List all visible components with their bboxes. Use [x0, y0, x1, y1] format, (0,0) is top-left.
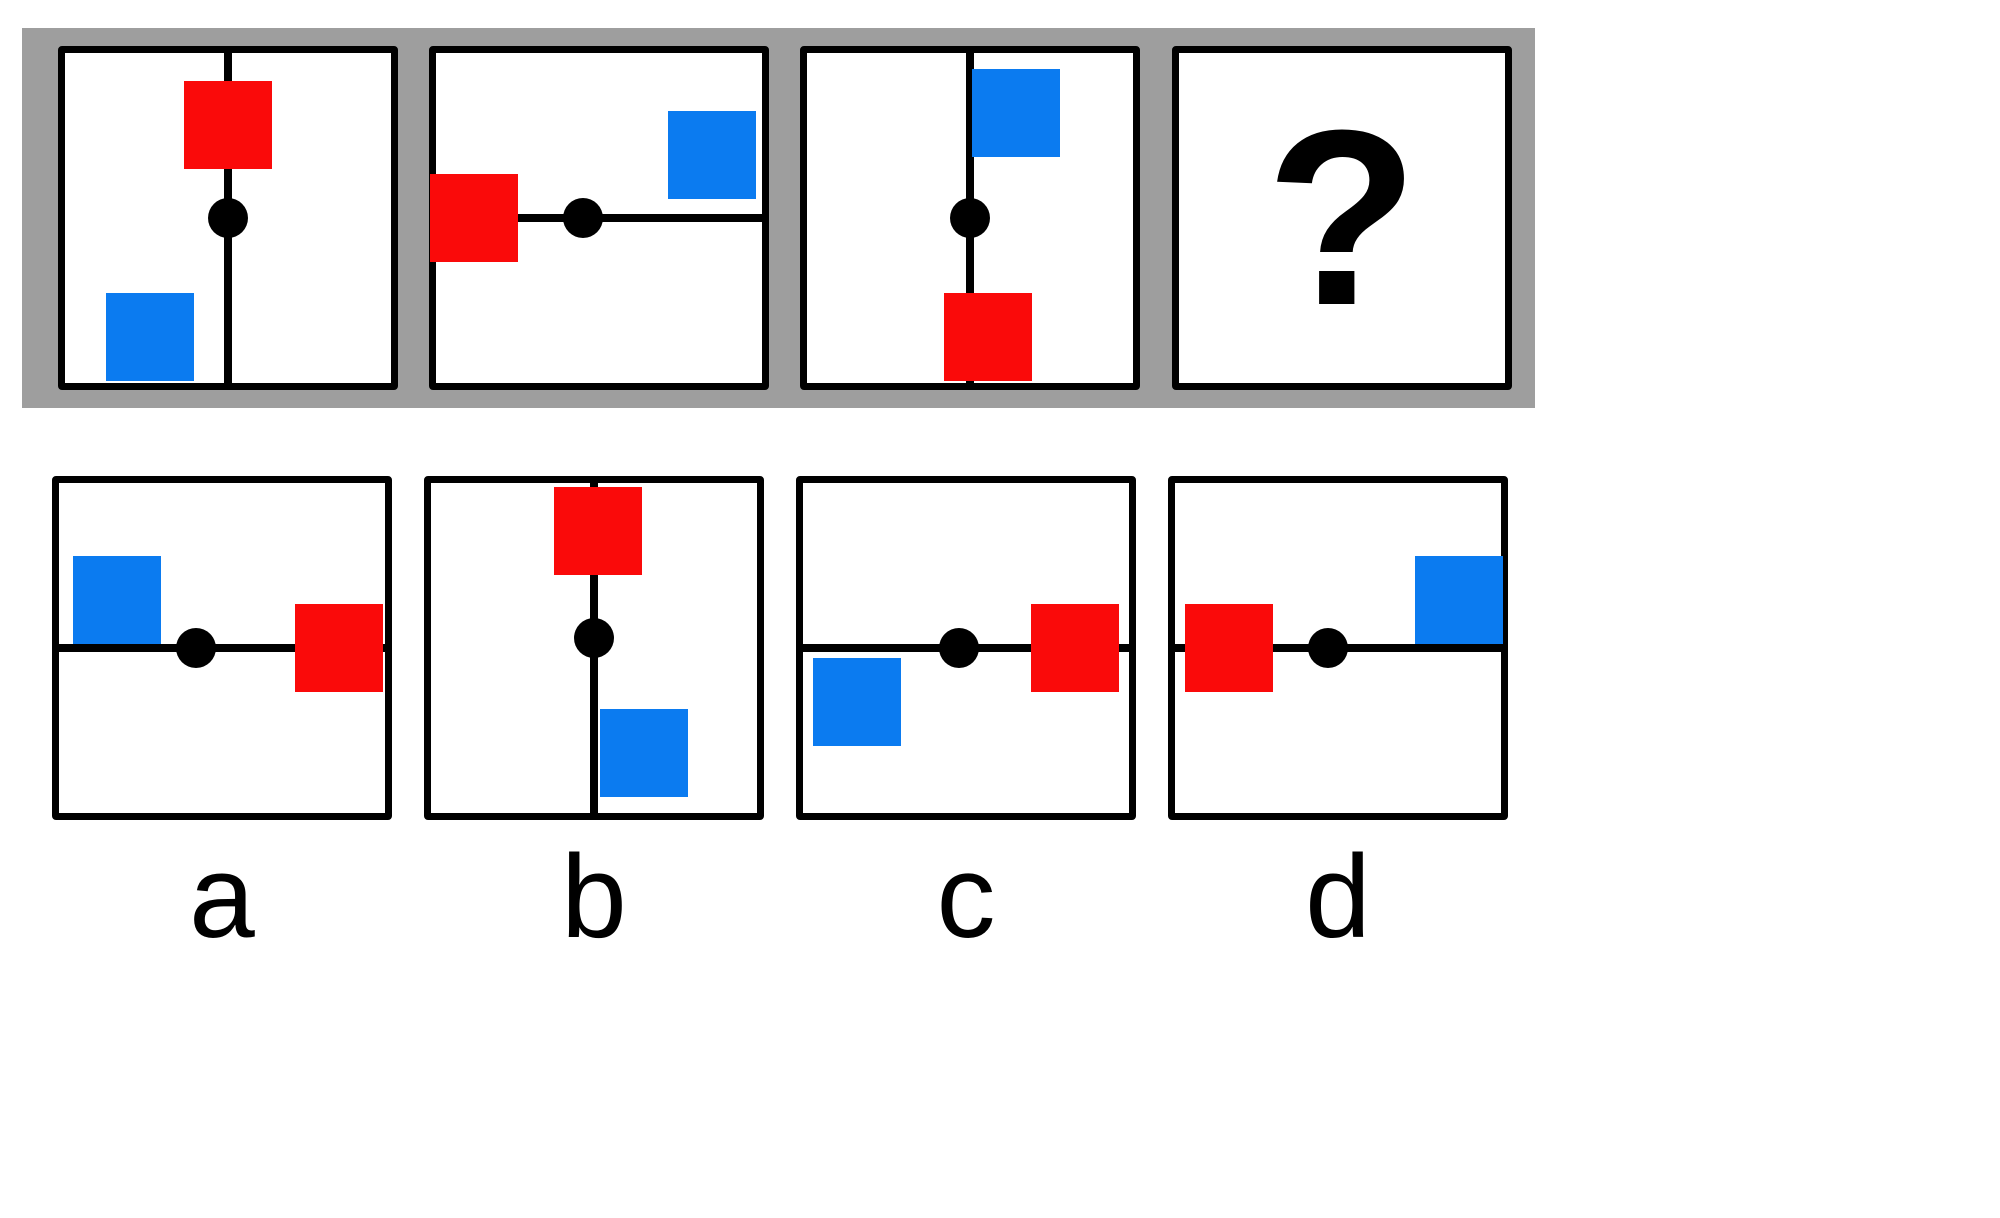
pivot-dot	[208, 198, 248, 238]
answer-option-d-stage	[1168, 483, 1508, 813]
answer-option-d[interactable]	[1168, 476, 1508, 820]
question-panel-1-stage	[65, 46, 391, 390]
answer-option-a-stage	[52, 483, 392, 813]
pivot-dot	[1308, 628, 1349, 668]
blue-square	[73, 556, 161, 644]
blue-square	[1415, 556, 1503, 644]
red-square	[430, 174, 518, 262]
red-square	[944, 293, 1032, 381]
blue-square	[600, 709, 688, 797]
blue-square	[106, 293, 194, 381]
blue-square	[668, 111, 756, 199]
blue-square	[813, 658, 901, 746]
answer-option-b[interactable]	[424, 476, 764, 820]
axis-line-horizontal	[52, 644, 392, 652]
question-panel-3-stage	[807, 46, 1133, 390]
answer-option-c-stage	[796, 483, 1136, 813]
question-panel-3	[800, 46, 1140, 390]
pivot-dot	[562, 198, 603, 238]
answer-label-b: b	[561, 831, 627, 963]
question-panel-1	[58, 46, 398, 390]
question-panel-4-unknown: ?	[1172, 46, 1512, 390]
answer-label-d: d	[1305, 831, 1371, 963]
answer-option-a[interactable]	[52, 476, 392, 820]
answer-label-a: a	[189, 831, 255, 963]
pivot-dot	[175, 628, 216, 668]
red-square	[554, 487, 642, 575]
red-square	[1185, 604, 1273, 692]
red-square	[184, 81, 272, 169]
answer-label-c: c	[936, 831, 996, 963]
question-panel-4-stage: ?	[1179, 53, 1505, 383]
red-square	[1031, 604, 1119, 692]
question-panel-2	[429, 46, 769, 390]
pivot-dot	[574, 618, 614, 659]
pivot-dot	[950, 198, 990, 238]
answer-option-b-stage	[431, 476, 757, 820]
red-square	[295, 604, 383, 692]
question-mark-glyph: ?	[1265, 78, 1419, 357]
answer-option-c[interactable]	[796, 476, 1136, 820]
pivot-dot	[939, 628, 980, 668]
question-panel-2-stage	[429, 53, 769, 383]
blue-square	[972, 69, 1060, 157]
